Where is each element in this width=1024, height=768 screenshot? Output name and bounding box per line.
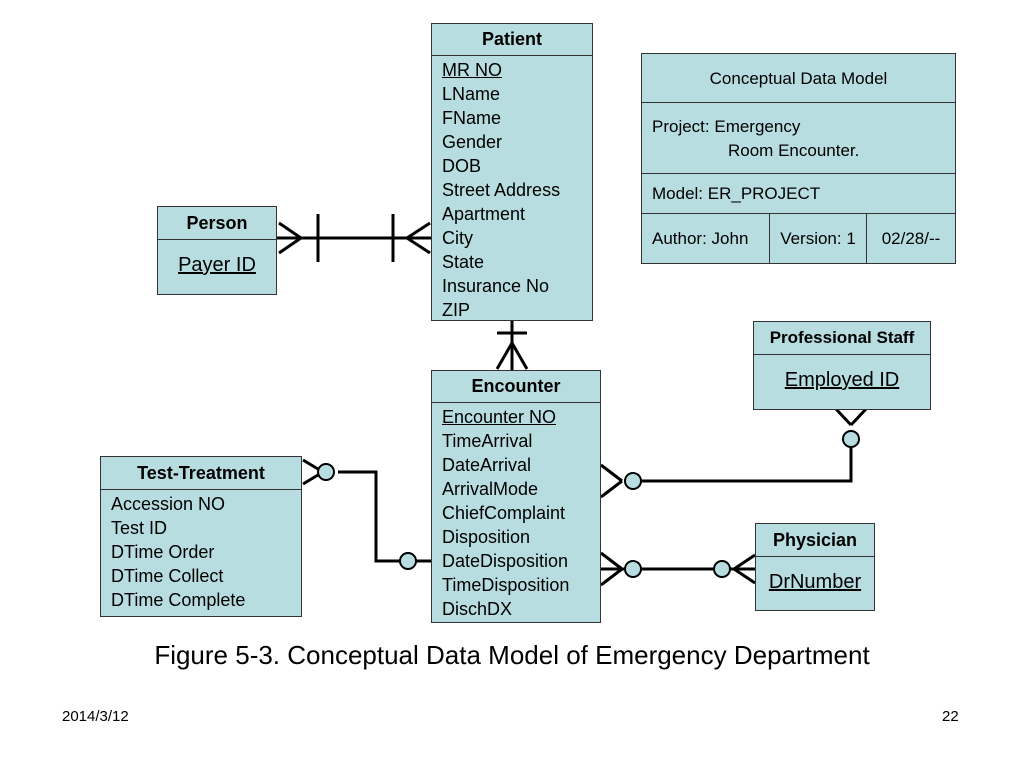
- attribute: TimeDisposition: [442, 575, 570, 595]
- rel-encounter-staff: [624, 444, 853, 483]
- entity-physician: Physician DrNumber: [755, 523, 875, 611]
- attribute: DateArrival: [442, 455, 532, 475]
- model-info-model: Model: ER_PROJECT: [642, 174, 955, 214]
- page-number: 22: [942, 708, 959, 725]
- attribute-list: MR NO LName FName Gender DOB Street Addr…: [432, 56, 592, 322]
- entity-title: Person: [158, 207, 276, 240]
- primary-key: Encounter NO: [442, 407, 557, 427]
- model-info-date: 02/28/--: [881, 229, 941, 248]
- attribute: ZIP: [442, 300, 471, 320]
- model-info-meta: Author: John Version: 1 02/28/--: [642, 214, 955, 263]
- attribute: ChiefComplaint: [442, 503, 566, 523]
- attribute: State: [442, 252, 485, 272]
- optional-circle-test: [317, 463, 335, 481]
- entity-professional-staff: Professional Staff Employed ID: [753, 321, 931, 410]
- rel-test-encounter: [338, 470, 432, 563]
- attribute-list: Encounter NO TimeArrival DateArrival Arr…: [432, 403, 600, 621]
- attribute-list: Accession NO Test ID DTime Order DTime C…: [101, 490, 301, 612]
- primary-key: Employed ID: [784, 369, 900, 391]
- attribute: TimeArrival: [442, 431, 533, 451]
- entity-encounter: Encounter Encounter NO TimeArrival DateA…: [431, 370, 601, 623]
- attribute: Insurance No: [442, 276, 550, 296]
- attribute: Apartment: [442, 204, 526, 224]
- crowsfoot-encounter-top: [495, 342, 529, 370]
- entity-title: Professional Staff: [754, 322, 930, 355]
- attribute: ArrivalMode: [442, 479, 539, 499]
- model-info-project: Project: Emergency Room Encounter.: [642, 103, 955, 174]
- crowsfoot-person: [278, 221, 302, 255]
- attribute: Street Address: [442, 180, 561, 200]
- crowsfoot-patient: [406, 221, 431, 255]
- entity-test-treatment: Test-Treatment Accession NO Test ID DTim…: [100, 456, 302, 617]
- crowsfoot-encounter-right1: [600, 463, 623, 499]
- optional-circle-encounter-left: [399, 552, 417, 570]
- attribute: Disposition: [442, 527, 531, 547]
- attribute: LName: [442, 84, 501, 104]
- attribute: DTime Complete: [111, 590, 246, 610]
- attribute: DateDisposition: [442, 551, 569, 571]
- model-info-box: Conceptual Data Model Project: Emergency…: [641, 53, 956, 264]
- project-line1: Project: Emergency: [652, 117, 801, 136]
- project-line2: Room Encounter.: [728, 141, 860, 160]
- optional-circle-encounter-staff: [624, 472, 642, 490]
- entity-title: Physician: [756, 524, 874, 557]
- crowsfoot-physician: [733, 553, 756, 585]
- model-info-author: Author: John: [642, 214, 770, 263]
- model-info-title: Conceptual Data Model: [642, 54, 955, 103]
- figure-caption: Figure 5-3. Conceptual Data Model of Eme…: [154, 640, 870, 670]
- primary-key: Payer ID: [178, 254, 256, 276]
- entity-patient: Patient MR NO LName FName Gender DOB Str…: [431, 23, 593, 321]
- attribute: City: [442, 228, 473, 248]
- crowsfoot-encounter-right2: [600, 551, 623, 587]
- attribute: DischDX: [442, 599, 513, 619]
- optional-circle-physician: [713, 560, 731, 578]
- optional-circle-encounter-physician: [624, 560, 642, 578]
- model-info-version: Version: 1: [770, 214, 867, 263]
- attribute: FName: [442, 108, 502, 128]
- attribute: Accession NO: [111, 494, 226, 514]
- entity-title: Patient: [432, 24, 592, 56]
- attribute: Gender: [442, 132, 503, 152]
- primary-key: DrNumber: [768, 571, 862, 593]
- attribute: DTime Collect: [111, 566, 224, 586]
- entity-person: Person Payer ID: [157, 206, 277, 295]
- primary-key: MR NO: [442, 60, 502, 80]
- attribute: DTime Order: [111, 542, 215, 562]
- entity-title: Test-Treatment: [101, 457, 301, 490]
- footer-date: 2014/3/12: [62, 708, 129, 725]
- attribute: Test ID: [111, 518, 168, 538]
- optional-circle-staff: [842, 430, 860, 448]
- attribute: DOB: [442, 156, 482, 176]
- crowsfoot-staff: [834, 407, 868, 427]
- entity-title: Encounter: [432, 371, 600, 403]
